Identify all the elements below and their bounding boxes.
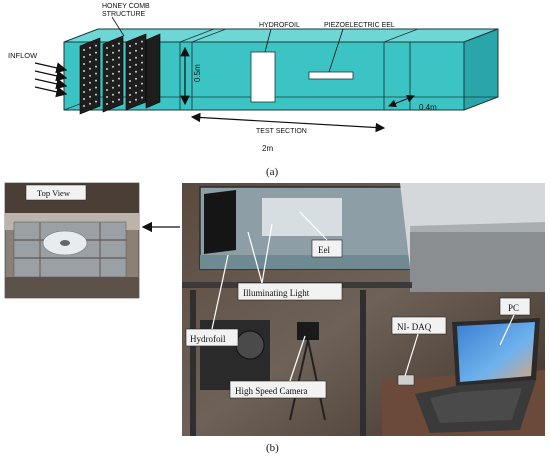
panel-a-tunnel [34,16,499,133]
inflow-arrows [34,62,68,98]
camera-label: High Speed Camera [235,386,307,396]
width-label: 0.4m [419,103,437,112]
pc-box [499,297,531,316]
ni-daq-label: NI- DAQ [397,322,432,332]
tunnel-end-face [463,28,499,111]
high-speed-camera [297,322,319,340]
hydrofoil-label-a: HYDROFOIL [259,22,300,29]
eel-strip [308,71,354,80]
camera-box [229,380,327,399]
honeycomb-structure [79,33,161,115]
panel-b-labels [185,211,531,399]
top-view-label-box [25,184,87,201]
inflow-label: INFLOW [8,51,38,60]
hydrofoil-plate [250,51,276,103]
top-view-photo [4,182,140,299]
eel-label-a: PIEZOELECTRIC EEL [324,22,395,29]
width-dimension [388,94,415,108]
panel-a-caption: (a) [266,166,279,178]
length-label: 2m [262,144,273,153]
honeycomb-label-line2: STRUCTURE [102,11,145,18]
panel-b-caption: (b) [266,442,279,454]
tunnel-top-face [63,28,499,43]
illuminating-light-label: Illuminating Light [243,288,310,298]
hydrofoil-label-b: Hydrofoil [190,334,226,344]
top-view-label: Top View [37,188,71,198]
ni-daq-device [397,374,415,386]
pc-label: PC [508,303,519,313]
ni-daq-box [391,316,447,335]
test-section-dimension [190,112,386,133]
illuminating-light-box [237,282,343,301]
eel-label-b: Eel [318,245,330,255]
height-label: 0.5m [193,64,202,82]
test-section-label: TEST SECTION [256,128,307,135]
honeycomb-label-line1: HONEY COMB [102,3,150,10]
